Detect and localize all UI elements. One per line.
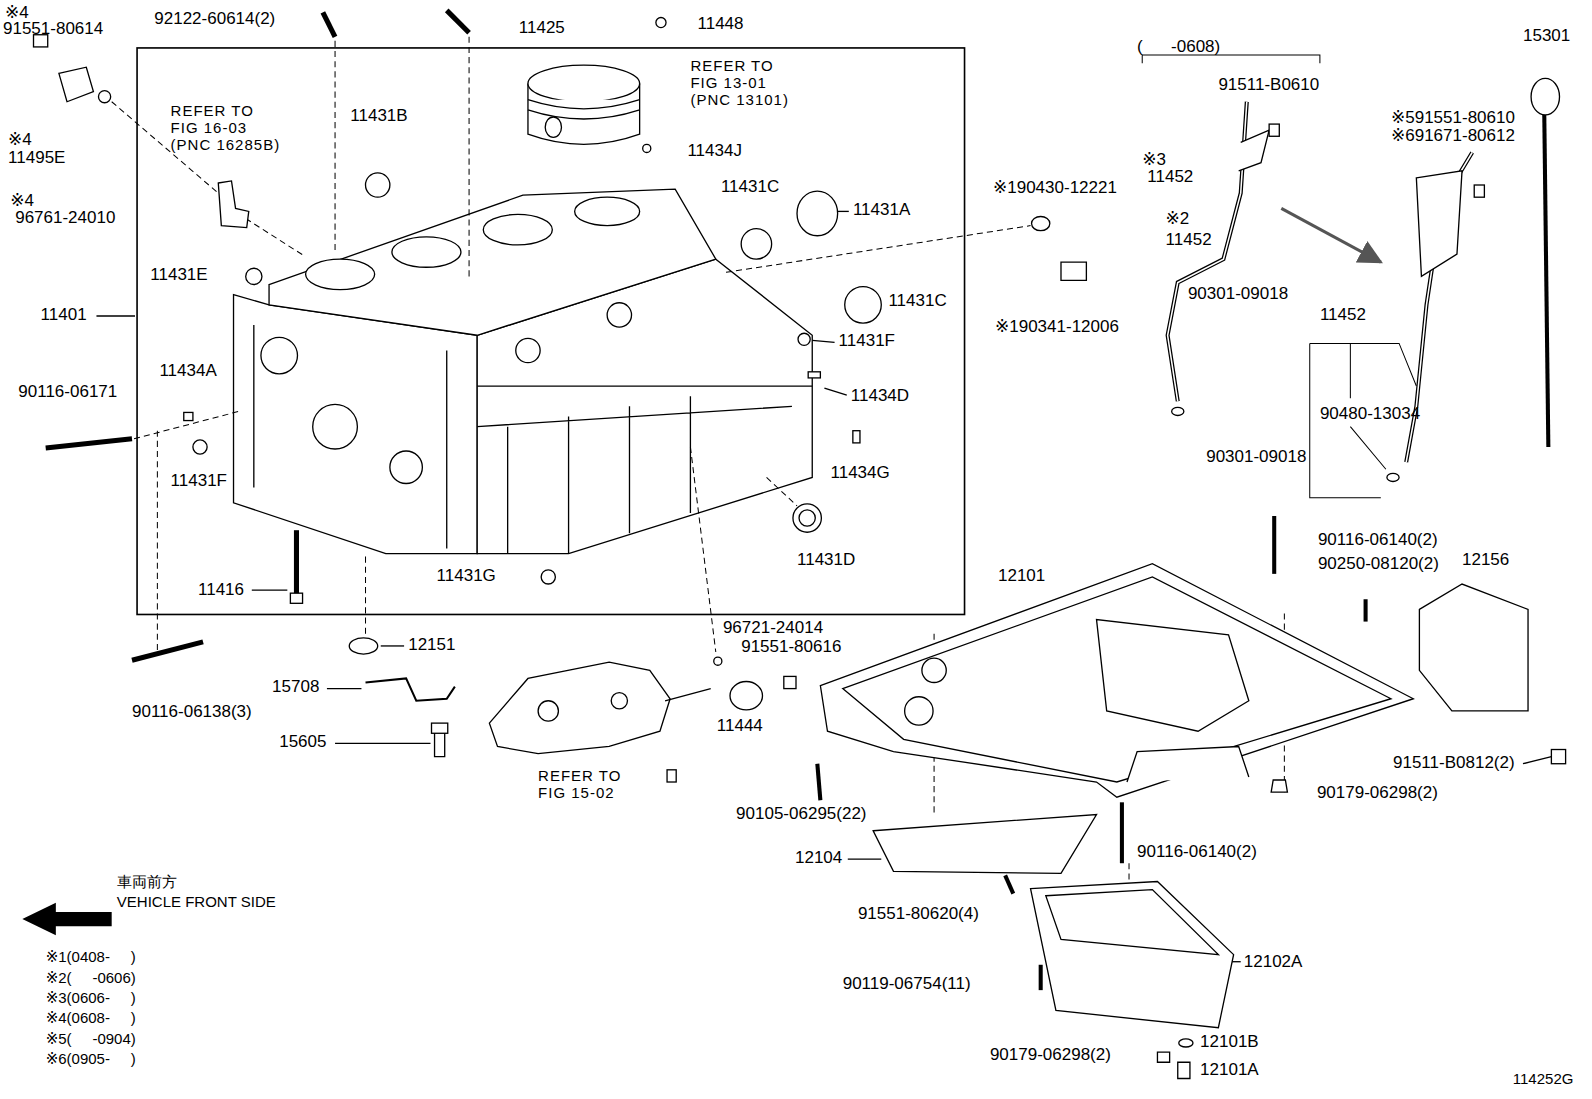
- part-number: 91551-80616: [741, 637, 841, 657]
- direction-label: VEHICLE FRONT SIDE: [117, 893, 276, 910]
- part-number: 90250-08120(2): [1318, 554, 1439, 574]
- part-number: 90119-06754(11): [843, 974, 971, 994]
- part-number: 90301-09018: [1206, 447, 1306, 467]
- part-number: 12101A: [1200, 1060, 1259, 1080]
- part-number: 11401: [41, 305, 87, 325]
- part-number: 91551-80620(4): [858, 904, 979, 924]
- part-number: ※691671-80612: [1391, 126, 1515, 146]
- part-number: 90105-06295(22): [736, 804, 866, 824]
- oil-pump-outline: [489, 662, 710, 753]
- part-number: ※591551-80610: [1391, 108, 1515, 128]
- part-number: 91511-B0610: [1218, 75, 1319, 95]
- part-number: 11431G: [437, 566, 496, 586]
- note-mark: ※4: [10, 191, 34, 211]
- cylinder-block: [234, 189, 813, 553]
- part-number: 15708: [272, 677, 319, 697]
- part-number: 11434A: [159, 361, 216, 381]
- footnote: ※3(0606- ): [46, 989, 136, 1006]
- part-number: ※190341-12006: [995, 317, 1119, 337]
- part-number: 96721-24014: [723, 618, 823, 638]
- part-number: 90116-06171: [18, 382, 117, 402]
- reference-note: REFER TO FIG 15-02: [538, 767, 628, 802]
- part-number: 12102A: [1244, 952, 1303, 972]
- part-number: 11495E: [8, 148, 65, 168]
- direction-label: 車両前方: [117, 873, 177, 890]
- part-number: 15605: [279, 732, 326, 752]
- footnote: ※6(0905- ): [46, 1050, 136, 1067]
- part-number: 11431C: [888, 291, 946, 311]
- reference-note: REFER TO FIG 16-03 (PNC 16285B): [171, 102, 283, 154]
- part-number: 12156: [1462, 550, 1509, 570]
- part-number: 11452: [1320, 305, 1366, 325]
- part-number: 12101: [998, 566, 1045, 586]
- part-number: 11431F: [171, 471, 227, 491]
- part-number: 11431D: [797, 550, 855, 570]
- part-number: 11425: [519, 18, 565, 38]
- part-number: 90116-06140(2): [1318, 530, 1438, 550]
- part-number: 11434D: [851, 386, 909, 406]
- footnote: ※4(0608- ): [46, 1009, 136, 1026]
- part-number: 90179-06298(2): [1317, 783, 1438, 803]
- part-number: 90480-13034: [1320, 404, 1420, 424]
- part-number: 15301: [1523, 26, 1570, 46]
- figure-id: 114252G: [1513, 1070, 1574, 1087]
- baffle-plate: [1419, 584, 1528, 711]
- footnote: ※2( -0606): [46, 969, 136, 986]
- part-number: 90179-06298(2): [990, 1045, 1111, 1065]
- part-number: ※190430-12221: [993, 178, 1117, 198]
- footnote: ※5( -0904): [46, 1030, 136, 1047]
- part-number: 11431C: [721, 177, 779, 197]
- part-number: 11431B: [350, 106, 407, 126]
- group-frame: [137, 48, 964, 615]
- part-number: 90116-06140(2): [1137, 842, 1257, 862]
- note-mark: ※4: [8, 130, 32, 150]
- part-number: 11434G: [831, 463, 890, 483]
- part-number: 11452: [1147, 167, 1193, 187]
- part-number: 11431F: [839, 331, 895, 351]
- piston: [528, 65, 640, 144]
- front-arrow: [22, 903, 111, 935]
- part-number: 11431E: [150, 265, 207, 285]
- part-number: 11448: [698, 14, 744, 34]
- part-number: 96761-24010: [15, 208, 115, 228]
- part-number: 11416: [198, 580, 244, 600]
- part-number: 90116-06138(3): [132, 702, 252, 722]
- oil-pan: [820, 564, 1413, 798]
- part-number: ( -0608): [1137, 37, 1220, 57]
- part-number: 91511-B0812(2): [1393, 753, 1515, 773]
- part-number: 12151: [408, 635, 455, 655]
- part-number: 11431A: [853, 200, 910, 220]
- part-number: 90301-09018: [1188, 284, 1288, 304]
- part-number: 11434J: [687, 141, 742, 161]
- part-number: 11444: [717, 716, 763, 736]
- part-number: 12101B: [1200, 1032, 1259, 1052]
- part-number: 12104: [795, 848, 842, 868]
- part-number: 11452: [1166, 230, 1212, 250]
- part-number: 92122-60614(2): [154, 9, 275, 29]
- plate: [873, 814, 1096, 873]
- reference-note: REFER TO FIG 13-01 (PNC 13101): [690, 57, 795, 109]
- lower-oil-pan: [1031, 882, 1234, 1028]
- part-number: 91551-80614: [3, 19, 103, 39]
- footnote: ※1(0408- ): [46, 948, 136, 965]
- note-mark: ※2: [1166, 209, 1190, 229]
